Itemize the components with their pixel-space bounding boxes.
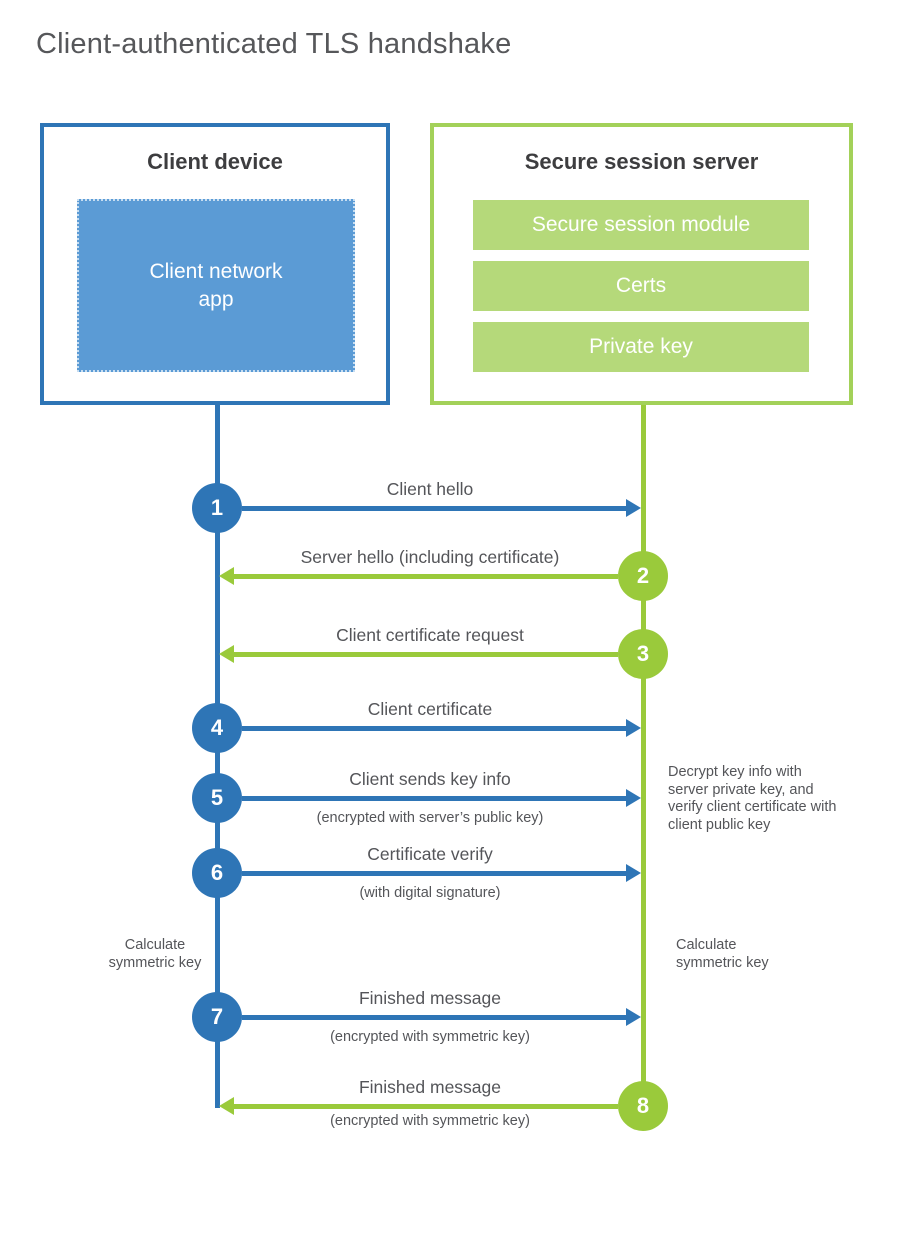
arrow-8 [234,1104,618,1109]
arrow-2-head-icon [219,567,234,585]
server-lifeline [641,405,646,1108]
server-module-private-key: Private key [473,322,809,372]
msg-label-3: Client certificate request [336,625,524,645]
arrow-2 [234,574,618,579]
note-decrypt-key-info: Decrypt key info with server private key… [668,764,837,833]
step-circle-3: 3 [618,629,668,679]
step-number-8: 8 [636,1093,650,1118]
step-circle-4: 4 [192,703,242,753]
arrow-3 [234,652,618,657]
server-box: Secure session server Secure session mod… [430,123,853,405]
msg-label-1: Client hello [386,479,474,499]
arrow-3-head-icon [219,645,234,663]
server-module-certs: Certs [473,261,809,311]
arrow-1-head-icon [626,499,641,517]
step-circle-8: 8 [618,1081,668,1131]
step-circle-5: 5 [192,773,242,823]
arrow-6 [242,871,627,876]
arrow-4 [242,726,627,731]
step-number-3: 3 [636,641,650,666]
step-number-5: 5 [210,785,224,810]
msg-label-6: Certificate verify [367,844,493,864]
msg-label-4: Client certificate [367,699,493,719]
msg-sub-8: (encrypted with symmetric key) [330,1113,530,1129]
arrow-5 [242,796,627,801]
client-device-title: Client device [147,149,283,174]
server-title: Secure session server [524,149,759,174]
arrow-4-head-icon [626,719,641,737]
msg-sub-7: (encrypted with symmetric key) [330,1029,530,1045]
msg-sub-6: (with digital signature) [359,885,501,901]
step-circle-7: 7 [192,992,242,1042]
server-module-secure-session: Secure session module [473,200,809,250]
msg-label-7: Finished message [358,988,502,1008]
arrow-5-head-icon [626,789,641,807]
arrow-1 [242,506,627,511]
msg-label-5: Client sends key info [349,769,511,789]
client-network-app-box: Client network app [77,199,355,372]
msg-label-8: Finished message [358,1077,502,1097]
step-circle-2: 2 [618,551,668,601]
note-calc-symmetric-client: Calculate symmetric key [108,937,202,971]
step-number-7: 7 [210,1004,224,1029]
arrow-6-head-icon [626,864,641,882]
note-calc-symmetric-server: Calculate symmetric key [676,937,769,971]
step-number-4: 4 [210,715,224,740]
step-circle-1: 1 [192,483,242,533]
arrow-8-head-icon [219,1097,234,1115]
step-number-2: 2 [636,563,650,588]
step-number-6: 6 [210,860,224,885]
page-title: Client-authenticated TLS handshake [36,28,512,60]
msg-sub-5: (encrypted with server’s public key) [316,810,544,826]
arrow-7-head-icon [626,1008,641,1026]
step-number-1: 1 [210,495,224,520]
client-network-app-label: Client network app [149,259,283,311]
arrow-7 [242,1015,627,1020]
client-device-box: Client device Client network app [40,123,390,405]
step-circle-6: 6 [192,848,242,898]
msg-label-2: Server hello (including certificate) [300,547,560,567]
client-lifeline [215,405,220,1108]
